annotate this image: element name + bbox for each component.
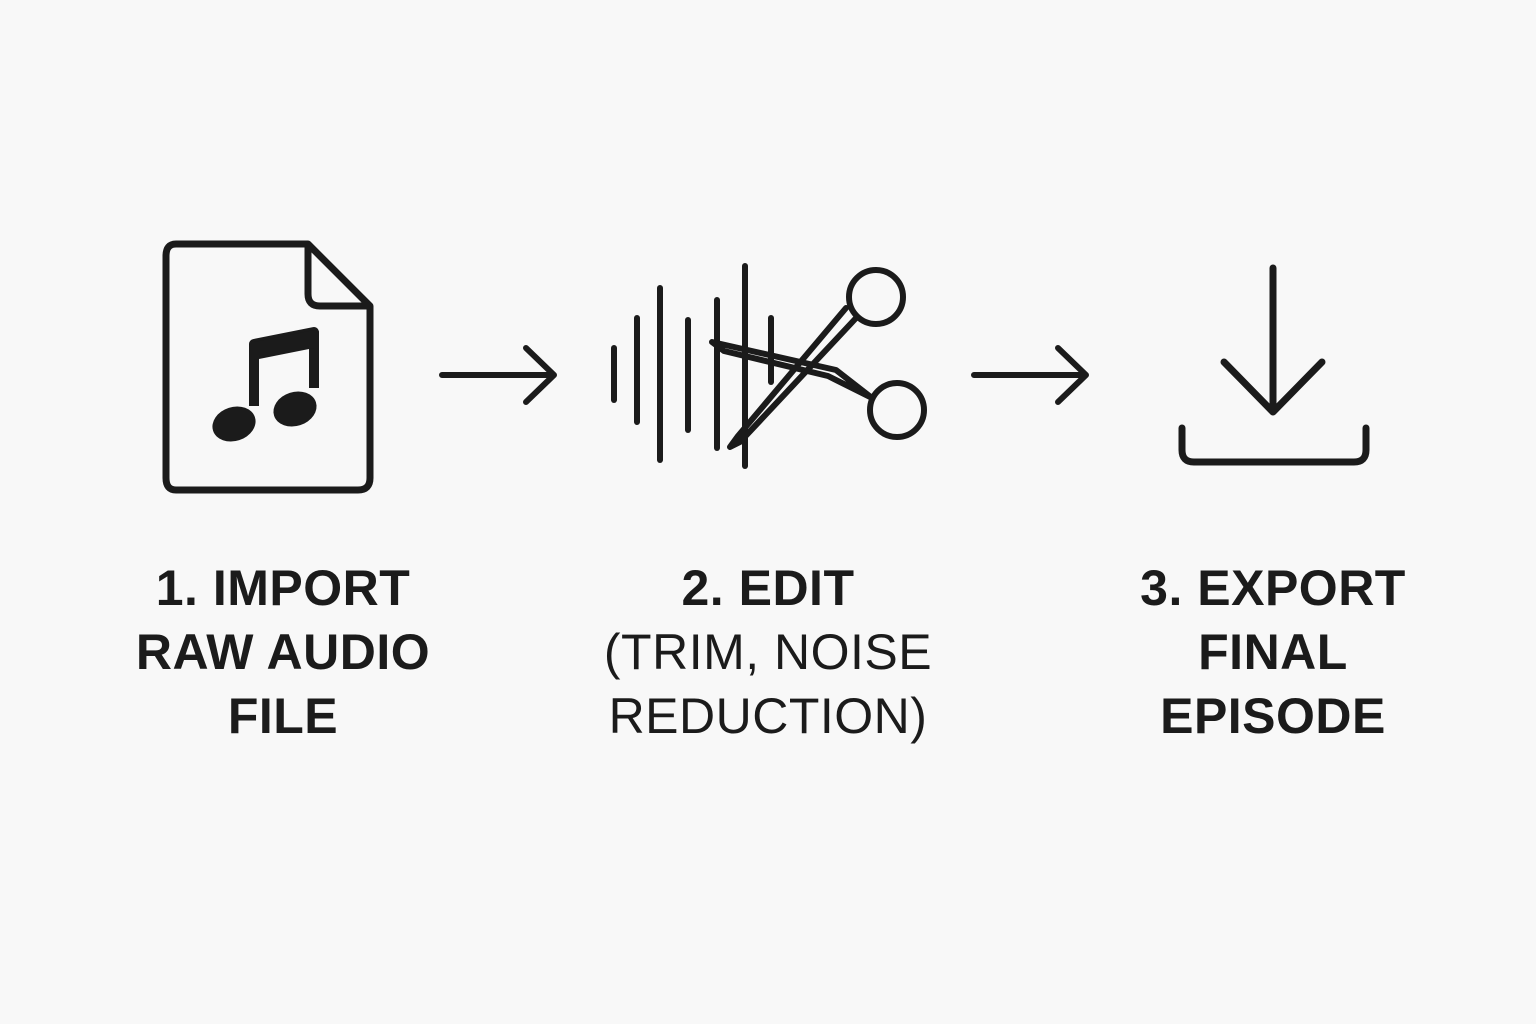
step-3-line-2: EPISODE bbox=[1160, 688, 1386, 744]
step-3-line-1: FINAL bbox=[1198, 624, 1348, 680]
download-icon bbox=[1178, 264, 1370, 466]
step-1-line-1: RAW AUDIO bbox=[135, 624, 431, 680]
scissors-icon bbox=[709, 267, 927, 450]
music-file-icon bbox=[162, 240, 374, 494]
music-note-icon bbox=[212, 327, 319, 442]
step-2-line-1: (TRIM, NOISE bbox=[603, 624, 933, 680]
step-2-line-2: REDUCTION) bbox=[608, 688, 928, 744]
step-3-label: 3. EXPORT FINAL EPISODE bbox=[1063, 556, 1483, 748]
arrow-right-icon bbox=[971, 345, 1089, 405]
waveform-scissors-icon bbox=[611, 263, 927, 469]
step-2-title: 2. EDIT bbox=[681, 560, 855, 616]
step-1-title: 1. IMPORT bbox=[155, 560, 411, 616]
arrow-right-icon bbox=[439, 345, 557, 405]
waveform-icon bbox=[611, 263, 774, 469]
step-1-line-2: FILE bbox=[227, 688, 339, 744]
step-2-label: 2. EDIT (TRIM, NOISE REDUCTION) bbox=[558, 556, 978, 748]
step-1-label: 1. IMPORT RAW AUDIO FILE bbox=[73, 556, 493, 748]
step-3-title: 3. EXPORT bbox=[1140, 560, 1406, 616]
